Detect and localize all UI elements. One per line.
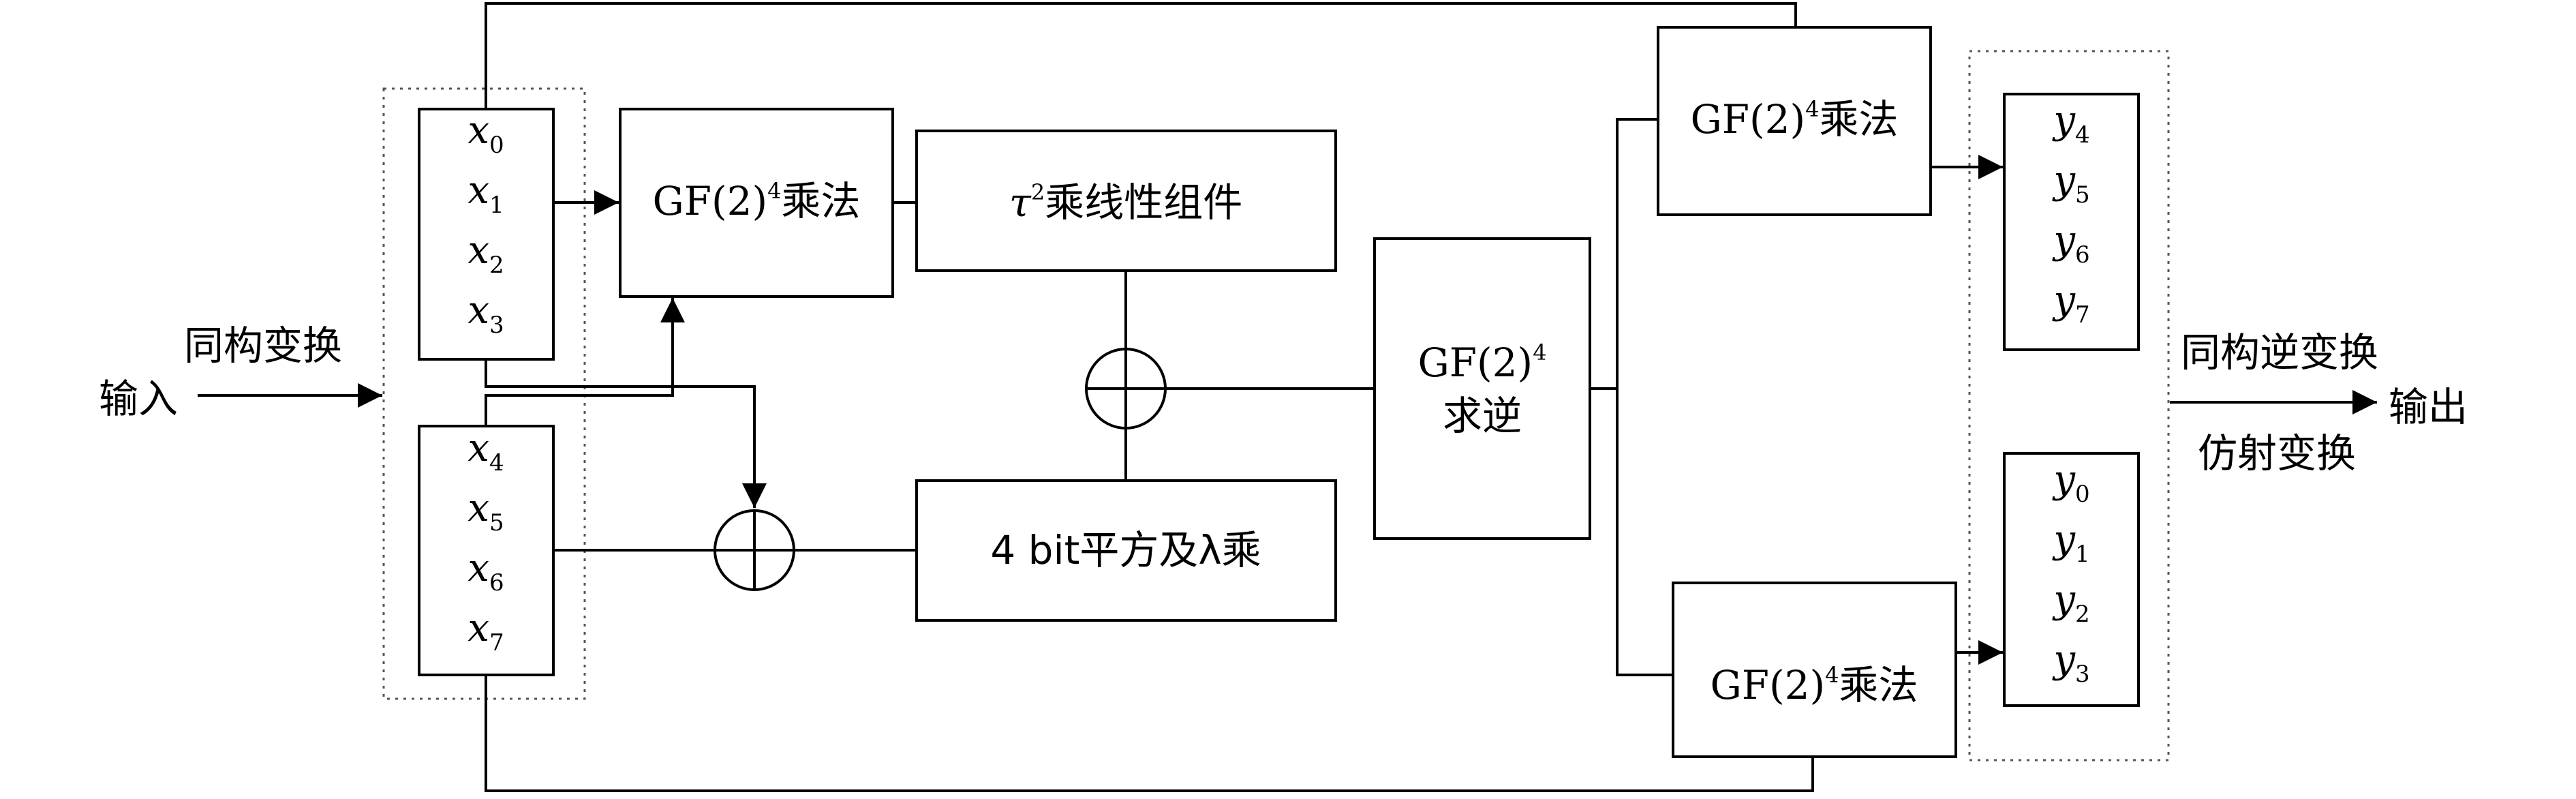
gf-inverse-line2: 求逆: [1443, 393, 1522, 439]
affine-label: 仿射变换: [2198, 430, 2356, 477]
gf-mult-top-label: GF(2)4乘法: [1690, 96, 1898, 142]
var-y1: y1: [2051, 517, 2089, 568]
xor-lower: [714, 509, 795, 591]
var-x5: x5: [467, 486, 504, 537]
var-x4: x4: [467, 426, 504, 477]
gf-mult-top-block: GF(2)4乘法: [1657, 26, 1932, 216]
output-register-top: y4 y5 y6 y7: [2003, 93, 2140, 351]
square-lambda-label: 4 bit平方及λ乘: [990, 527, 1261, 573]
input-register-top: x0 x1 x2 x3: [418, 108, 555, 361]
var-x1: x1: [467, 168, 504, 219]
var-y6: y6: [2051, 218, 2089, 269]
x-top-to-xor-wire: [485, 359, 767, 508]
var-x7: x7: [467, 606, 504, 657]
input-register-bottom: x4 x5 x6 x7: [418, 425, 555, 676]
var-x0: x0: [467, 108, 504, 159]
output-register-bottom: y0 y1 y2 y3: [2003, 452, 2140, 707]
bottom-bus-wire: [485, 675, 1814, 792]
inverse-fanout-wire: [1616, 118, 1673, 676]
iso-inverse-label: 同构逆变换: [2181, 329, 2378, 376]
square-lambda-block: 4 bit平方及λ乘: [915, 479, 1337, 622]
var-x2: x2: [467, 228, 504, 279]
input-label: 输入: [99, 376, 178, 422]
output-label: 输出: [2389, 384, 2468, 430]
var-y5: y5: [2051, 158, 2089, 209]
top-bus-wire: [485, 2, 1797, 109]
iso-transform-label: 同构变换: [184, 322, 342, 369]
gf-inverse-line1: GF(2)4: [1417, 340, 1546, 386]
tau-linear-label: τ2乘线性组件: [1009, 179, 1242, 226]
gf-mult-input-block: GF(2)4乘法: [619, 108, 894, 298]
gf-mult-input-label: GF(2)4乘法: [652, 178, 860, 224]
var-y3: y3: [2051, 637, 2089, 688]
gf-mult-bottom-label: GF(2)4乘法: [1710, 662, 1918, 708]
output-dotted-group: [1968, 50, 2170, 762]
gf-mult-bottom-block: GF(2)4乘法: [1672, 582, 1957, 758]
tau-linear-block: τ2乘线性组件: [915, 130, 1337, 272]
var-x6: x6: [467, 546, 504, 597]
var-y7: y7: [2051, 278, 2089, 329]
var-y4: y4: [2051, 98, 2089, 149]
wires: [198, 2, 2377, 792]
input-dotted-group: [382, 87, 586, 700]
var-y2: y2: [2051, 577, 2089, 628]
x-bottom-to-gf-mult-wire: [485, 298, 685, 426]
var-y0: y0: [2051, 457, 2089, 508]
xor-upper: [1085, 348, 1167, 429]
var-x3: x3: [467, 288, 504, 339]
gf-inverse-block: GF(2)4 求逆: [1373, 237, 1591, 540]
